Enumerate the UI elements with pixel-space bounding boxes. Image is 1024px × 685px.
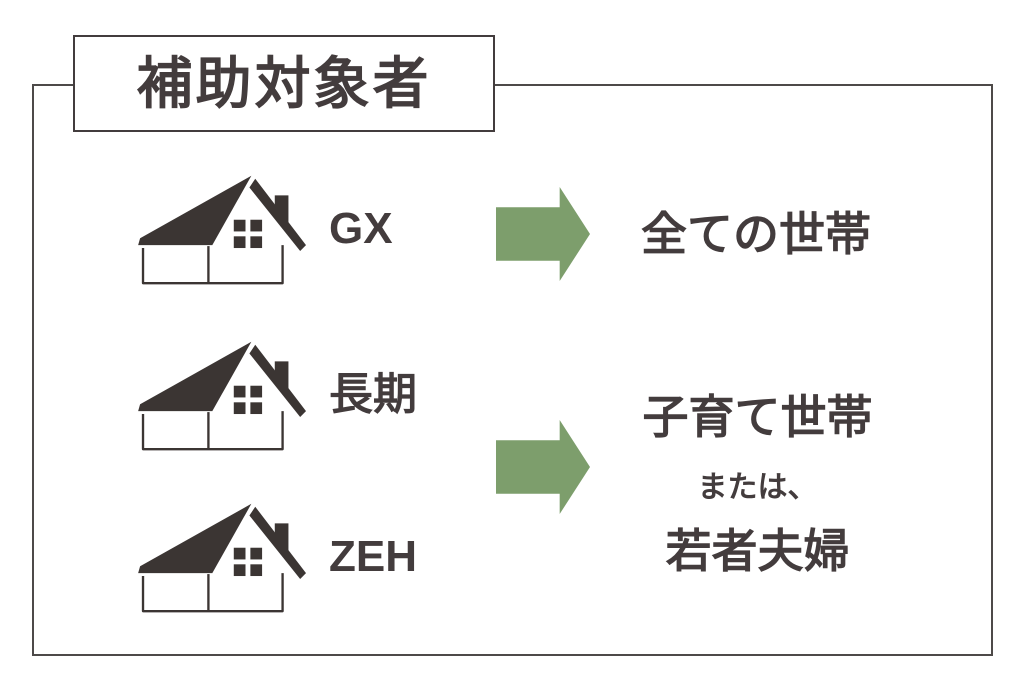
house-type-label-chouki: 長期	[329, 370, 417, 419]
subsidy-row-gx: GX	[137, 168, 393, 290]
house-icon	[138, 503, 307, 613]
house-type-label-zeh: ZEH	[329, 532, 417, 581]
target-young-couple: 若者夫婦	[665, 525, 850, 577]
house-icon	[138, 175, 307, 285]
house-icon	[138, 341, 307, 451]
arrow-right-icon	[496, 187, 590, 281]
target-households-all: 全ての世帯	[641, 208, 871, 260]
subsidy-row-zeh: ZEH	[137, 496, 417, 618]
title-box: 補助対象者	[73, 35, 495, 132]
arrow-right-icon	[496, 420, 590, 514]
page-title: 補助対象者	[136, 51, 432, 115]
subsidy-row-chouki: 長期	[137, 334, 417, 456]
target-conjunction: または、	[697, 471, 818, 504]
target-child-rearing: 子育て世帯	[642, 391, 873, 443]
house-type-label-gx: GX	[329, 204, 393, 253]
